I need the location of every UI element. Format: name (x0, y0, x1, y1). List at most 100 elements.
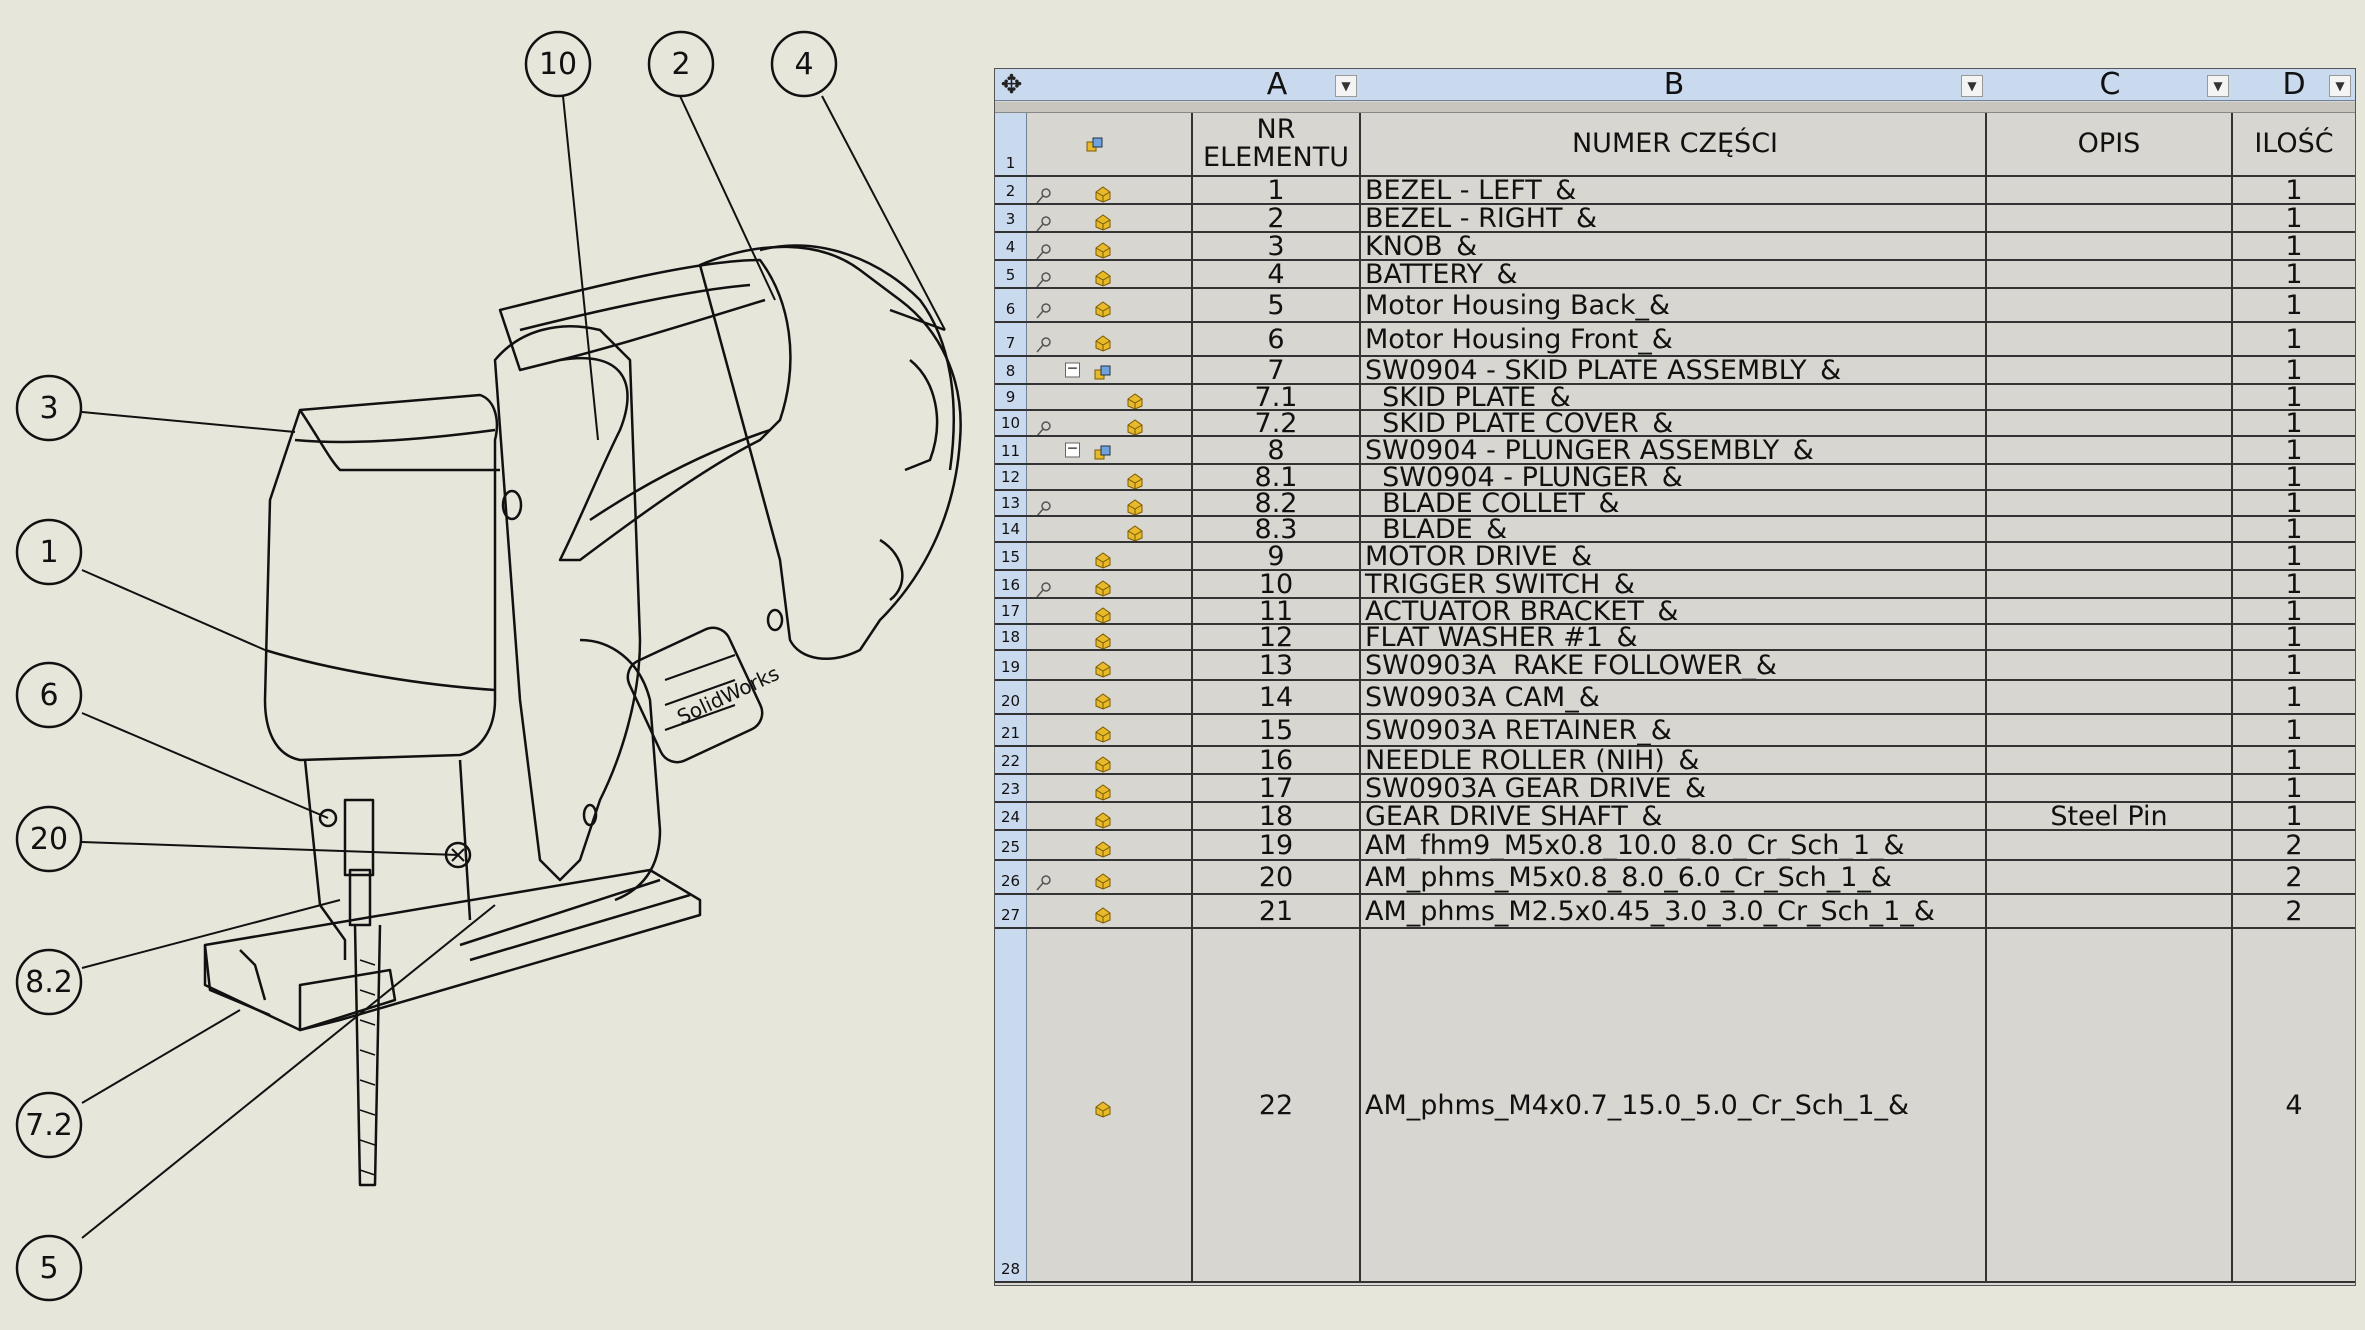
row-number[interactable]: 20 (995, 681, 1027, 713)
assembly-drawing-view[interactable]: SolidWorks 10 2 4 3 (0, 0, 1000, 1330)
column-header-c[interactable]: C▼ (1987, 69, 2234, 101)
cell-part-number[interactable]: BEZEL - RIGHT_& (1361, 205, 1987, 231)
callout-3[interactable]: 3 (15, 374, 83, 442)
cell-description[interactable] (1987, 543, 2233, 569)
pin-icon[interactable] (1035, 414, 1053, 435)
cell-item-number[interactable]: 7.1 (1193, 385, 1361, 409)
cell-quantity[interactable]: 1 (2285, 289, 2303, 321)
row-number[interactable]: 9 (995, 385, 1027, 409)
cell-item-number[interactable]: 7 (1193, 357, 1361, 383)
row-number[interactable]: 10 (995, 411, 1027, 435)
pin-icon[interactable] (1035, 296, 1053, 319)
cell-description[interactable] (1987, 517, 2233, 541)
cell-part-number[interactable]: SW0903A CAM_& (1361, 681, 1987, 713)
cell-item-number[interactable]: 3 (1193, 233, 1361, 259)
row-number[interactable]: 19 (995, 651, 1027, 679)
cell-part-number[interactable]: NEEDLE ROLLER (NIH)_& (1361, 747, 1987, 773)
cell-description[interactable] (1987, 929, 2233, 1281)
cell-part-number[interactable]: AM_phms_M5x0.8_8.0_6.0_Cr_Sch_1_& (1361, 861, 1987, 893)
cell-description[interactable] (1987, 681, 2233, 713)
row-number[interactable]: 18 (995, 625, 1027, 649)
row-number[interactable]: 3 (995, 205, 1027, 231)
cell-description[interactable] (1987, 261, 2233, 287)
cell-description[interactable] (1987, 205, 2233, 231)
callout-1[interactable]: 1 (15, 518, 83, 586)
cell-description[interactable] (1987, 861, 2233, 893)
cell-item-number[interactable]: 13 (1193, 651, 1361, 679)
cell-quantity[interactable]: 1 (2285, 599, 2303, 623)
cell-description[interactable] (1987, 895, 2233, 927)
cell-description[interactable] (1987, 715, 2233, 745)
row-number[interactable]: 4 (995, 233, 1027, 259)
row-number[interactable]: 17 (995, 599, 1027, 623)
cell-description[interactable] (1987, 747, 2233, 773)
cell-part-number[interactable]: SKID PLATE COVER_& (1361, 411, 1987, 435)
cell-quantity[interactable]: 1 (2285, 411, 2303, 435)
cell-quantity[interactable]: 1 (2285, 681, 2303, 713)
cell-item-number[interactable]: 8 (1193, 437, 1361, 463)
cell-quantity[interactable]: 2 (2285, 861, 2303, 893)
cell-quantity[interactable]: 2 (2285, 831, 2303, 859)
cell-quantity[interactable]: 1 (2285, 543, 2303, 569)
cell-item-number[interactable]: 8.2 (1193, 491, 1361, 515)
cell-item-number[interactable]: 20 (1193, 861, 1361, 893)
row-number[interactable]: 6 (995, 289, 1027, 321)
row-number[interactable]: 7 (995, 323, 1027, 355)
pin-icon[interactable] (1035, 330, 1053, 353)
cell-item-number[interactable]: 7.2 (1193, 411, 1361, 435)
cell-part-number[interactable]: SKID PLATE_& (1361, 385, 1987, 409)
pin-icon[interactable] (1035, 181, 1053, 203)
cell-part-number[interactable]: Motor Housing Front_& (1361, 323, 1987, 355)
row-number[interactable]: 15 (995, 543, 1027, 569)
column-header-a[interactable]: A▼ (1193, 69, 1362, 101)
collapse-icon[interactable]: − (1065, 440, 1080, 458)
cell-quantity[interactable]: 1 (2285, 177, 2303, 203)
cell-item-number[interactable]: 5 (1193, 289, 1361, 321)
pin-icon[interactable] (1035, 868, 1053, 891)
cell-quantity[interactable]: 1 (2285, 803, 2303, 829)
callout-20[interactable]: 20 (15, 805, 83, 873)
cell-description[interactable]: Steel Pin (1987, 803, 2233, 829)
cell-item-number[interactable]: 1 (1193, 177, 1361, 203)
pin-icon[interactable] (1035, 575, 1053, 597)
row-number[interactable]: 12 (995, 465, 1027, 489)
cell-item-number[interactable]: 11 (1193, 599, 1361, 623)
row-number[interactable]: 23 (995, 775, 1027, 801)
cell-item-number[interactable]: 22 (1193, 929, 1361, 1281)
column-header-icons[interactable] (1028, 69, 1194, 101)
cell-description[interactable] (1987, 233, 2233, 259)
row-number[interactable]: 21 (995, 715, 1027, 745)
callout-6[interactable]: 6 (15, 661, 83, 729)
callout-8-2[interactable]: 8.2 (15, 948, 83, 1016)
callout-4[interactable]: 4 (770, 30, 838, 98)
row-number[interactable]: 8 (995, 357, 1027, 383)
cell-description[interactable] (1987, 411, 2233, 435)
pin-icon[interactable] (1035, 209, 1053, 231)
cell-description[interactable] (1987, 323, 2233, 355)
row-number[interactable]: 25 (995, 831, 1027, 859)
cell-item-number[interactable]: 19 (1193, 831, 1361, 859)
collapse-icon[interactable]: − (1065, 360, 1080, 378)
cell-quantity[interactable]: 2 (2285, 895, 2303, 927)
cell-quantity[interactable]: 1 (2285, 205, 2303, 231)
cell-item-number[interactable]: 16 (1193, 747, 1361, 773)
cell-quantity[interactable]: 1 (2285, 385, 2303, 409)
cell-part-number[interactable]: SW0904 - PLUNGER_& (1361, 465, 1987, 489)
row-number[interactable]: 27 (995, 895, 1027, 927)
cell-part-number[interactable]: ACTUATOR BRACKET_& (1361, 599, 1987, 623)
cell-quantity[interactable]: 1 (2285, 747, 2303, 773)
